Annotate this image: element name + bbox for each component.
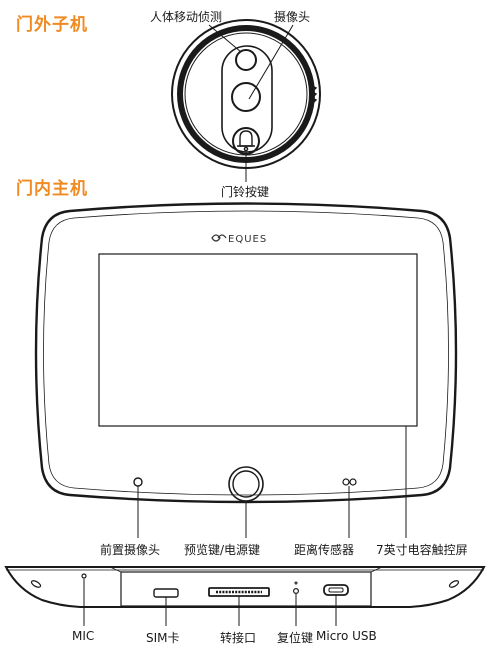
preview-power-key-label: 预览键/电源键	[184, 543, 261, 557]
front-camera-label: 前置摄像头	[100, 543, 161, 557]
brand-logo	[211, 234, 227, 242]
power-key-outer	[228, 466, 264, 502]
motion-sensor-window	[235, 49, 257, 71]
indoor-unit	[34, 202, 458, 504]
bottom-edge-view	[4, 566, 486, 608]
reset-key-hole	[293, 587, 300, 594]
front-camera-lens	[133, 477, 143, 487]
touchscreen-area	[98, 253, 418, 427]
micro-usb-port	[323, 584, 349, 596]
outdoor-unit-title: 门外子机	[16, 15, 88, 35]
bell-icon	[237, 130, 255, 152]
mic-label: MIC	[72, 629, 95, 643]
doorbell-button-label: 门铃按键	[221, 185, 270, 199]
motion-sensor-label: 人体移动侦测	[150, 10, 223, 24]
adapter-port-label: 转接口	[220, 631, 257, 645]
mic-hole	[81, 573, 87, 579]
touchscreen-label: 7英寸电容触控屏	[376, 543, 468, 557]
sim-slot	[153, 588, 179, 598]
sim-card-label: SIM卡	[146, 631, 180, 645]
indoor-unit-title: 门内主机	[16, 179, 88, 199]
micro-usb-label: Micro USB	[316, 629, 377, 643]
brand-logo-text: EQUES	[228, 234, 267, 245]
camera-lens	[231, 82, 261, 112]
reset-key-label: 复位键	[277, 631, 314, 645]
camera-label: 摄像头	[274, 10, 311, 24]
power-key-inner	[232, 470, 260, 498]
distance-sensor-label: 距离传感器	[294, 543, 355, 557]
